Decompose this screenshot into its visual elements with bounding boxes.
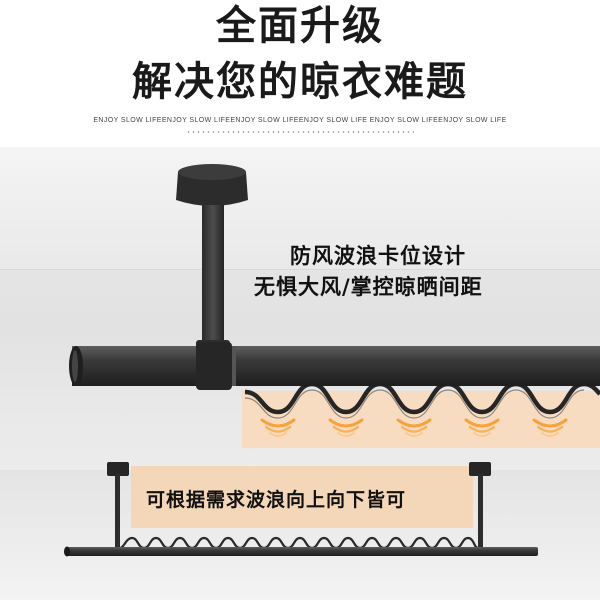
- install-note: 可根据需求波浪向上向下皆可: [146, 489, 407, 511]
- install-highlight-panel: [131, 466, 473, 528]
- clothes-rod: [69, 342, 600, 390]
- ceiling-edge: [0, 269, 600, 271]
- feature-title: 防风波浪卡位设计: [290, 244, 466, 268]
- feature-detail: 无惧大风/掌控晾晒间距: [254, 275, 483, 299]
- headline-line1: 全面升级: [216, 3, 384, 49]
- ceiling-surface: [0, 147, 600, 270]
- tagline: ENJOY SLOW LIFEENJOY SLOW LIFEENJOY SLOW…: [93, 117, 507, 124]
- dotted-divider: [186, 131, 414, 133]
- ceiling-mount: [176, 164, 248, 388]
- highlight-panel: [242, 391, 600, 448]
- glow-arcs: [260, 418, 568, 437]
- wave-hanger: [244, 381, 600, 419]
- headline-line2: 解决您的晾衣难题: [132, 59, 468, 105]
- small-rack: [64, 462, 538, 557]
